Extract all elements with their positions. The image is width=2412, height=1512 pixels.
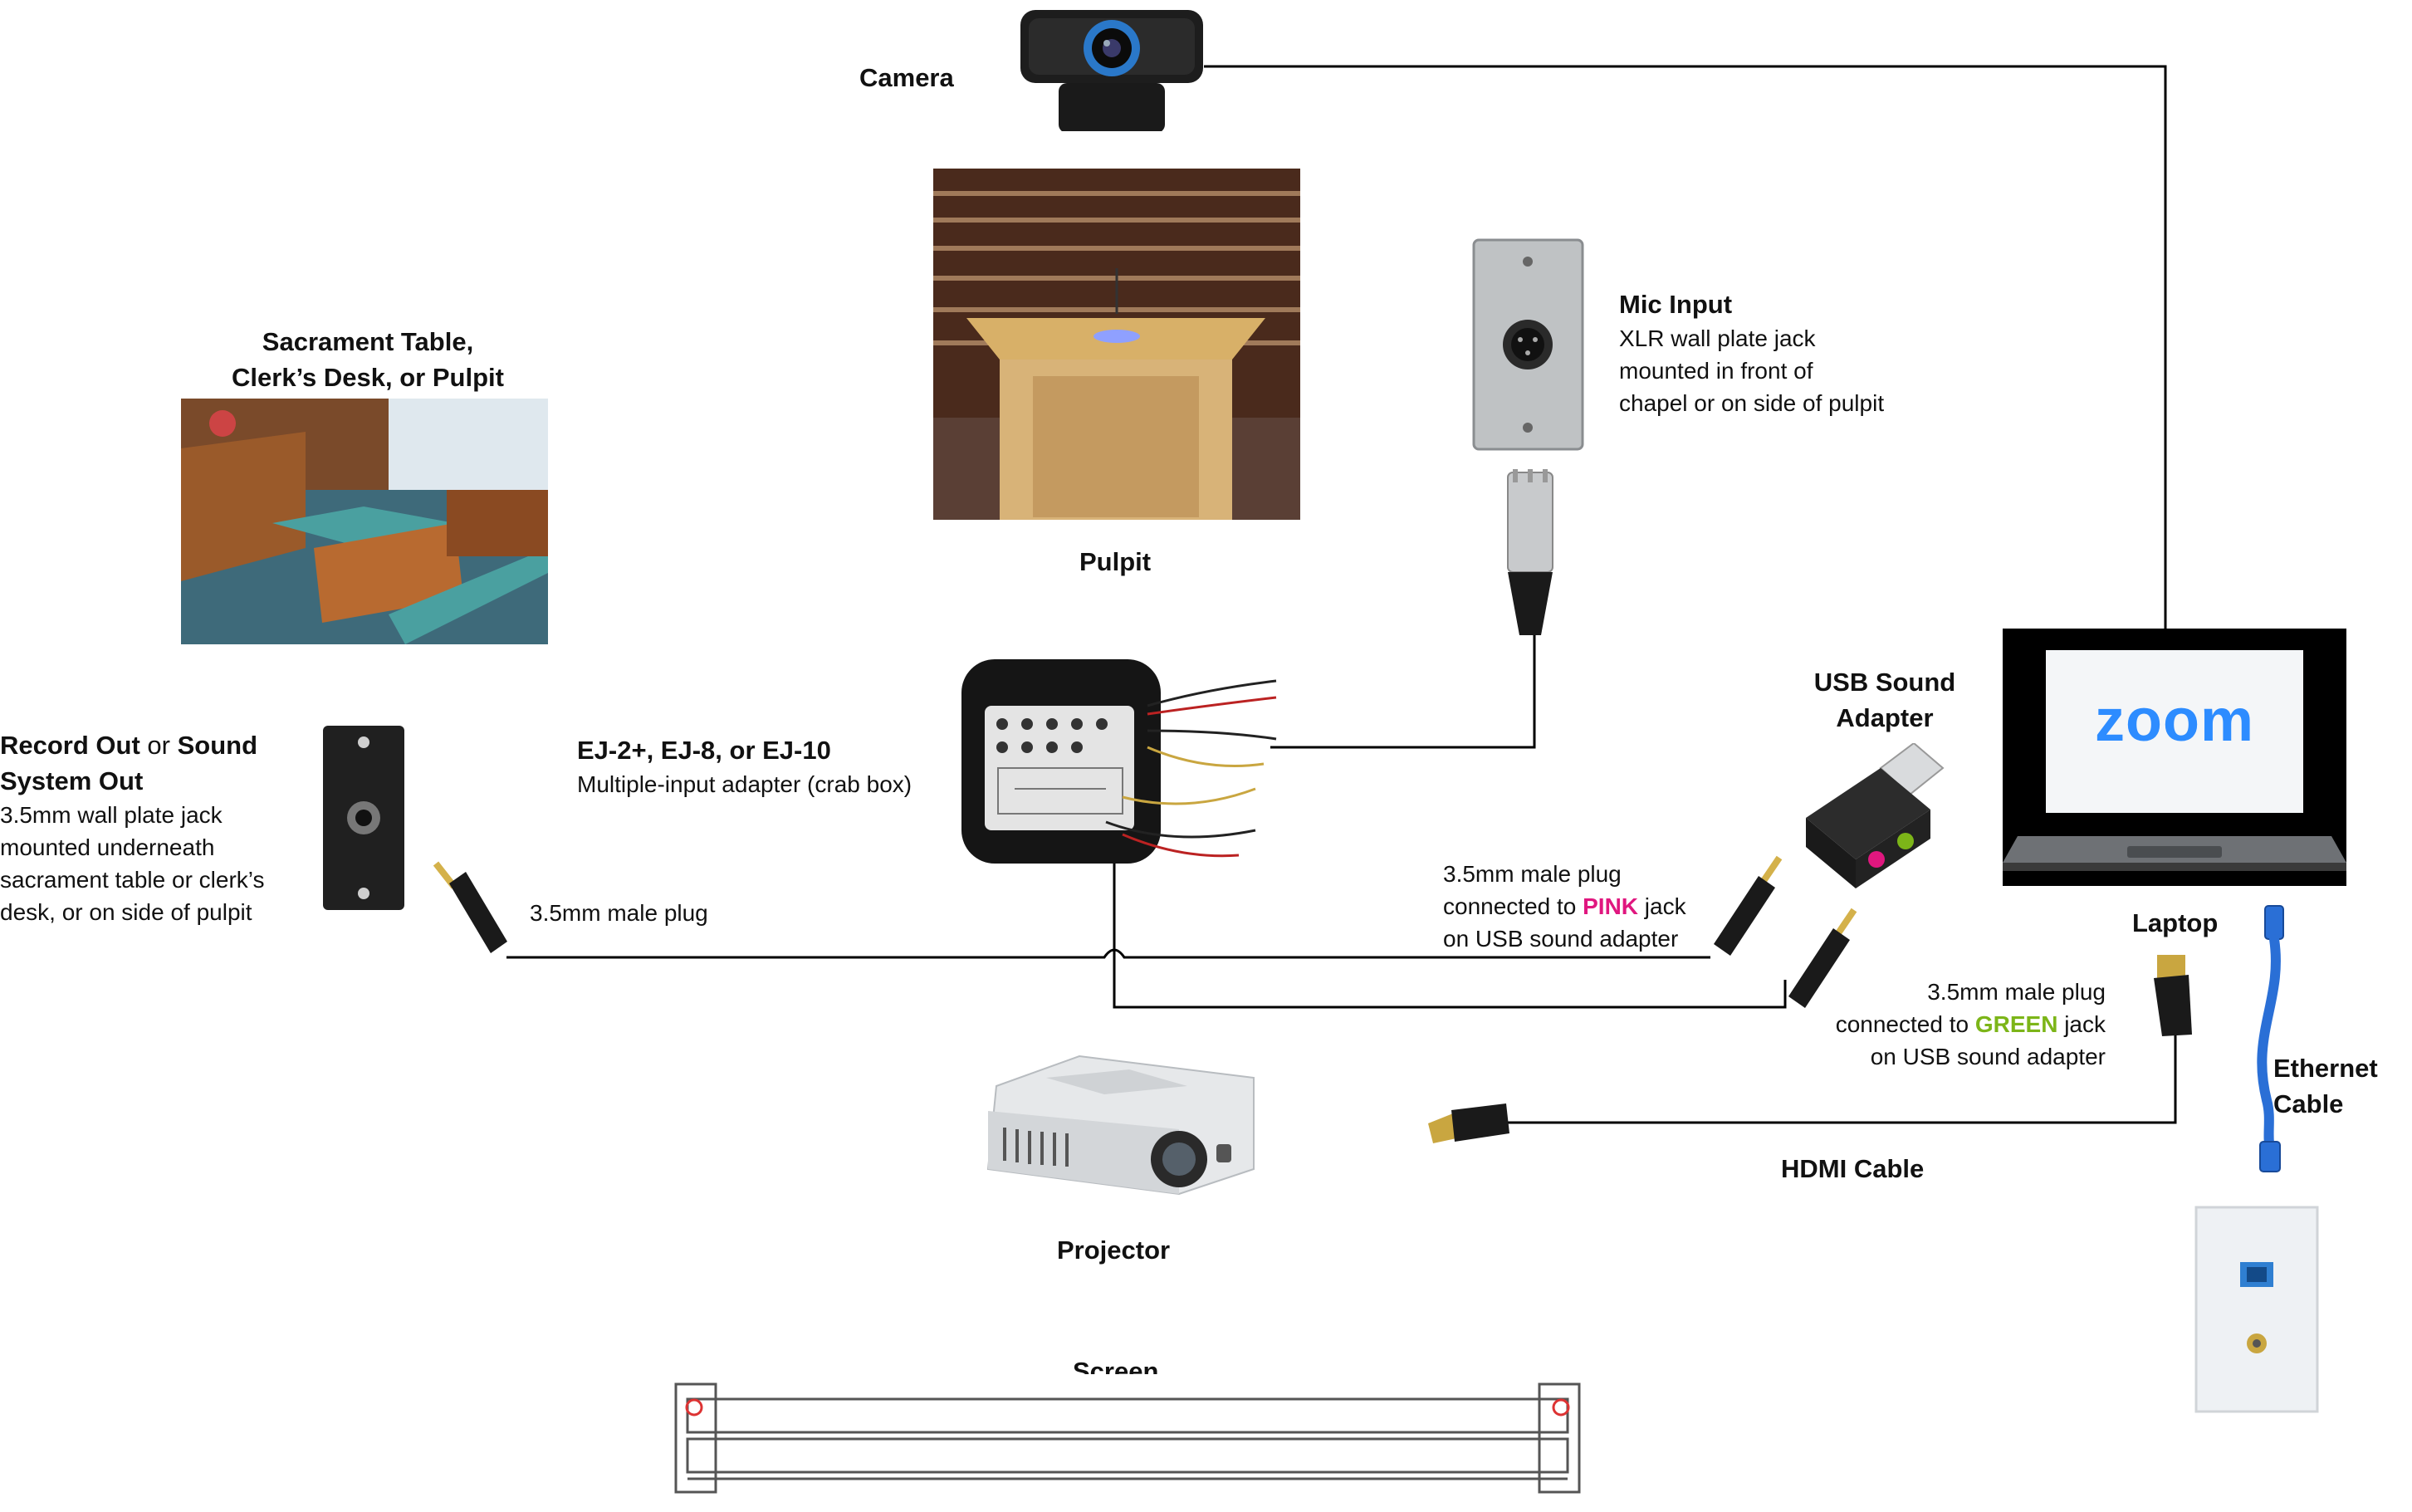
record-out-line2: mounted underneath	[0, 834, 215, 860]
mic-input-line2: mounted in front of	[1619, 358, 1813, 384]
usb-adapter-title: USB Sound Adapter	[1785, 664, 1984, 736]
ethernet-label-line2: Cable	[2273, 1089, 2344, 1118]
ethernet-cable-icon	[2233, 901, 2308, 1175]
projector-screen-icon	[671, 1374, 1584, 1508]
pulpit-photo	[933, 169, 1300, 520]
record-out-text: Record Out or Sound System Out 3.5mm wal…	[0, 727, 265, 928]
system-out-bold: System Out	[0, 766, 144, 795]
3-5mm-plug-green-icon	[1783, 903, 1862, 1011]
pulpit-label: Pulpit	[1079, 547, 1152, 576]
camera-label: Camera	[859, 63, 954, 92]
laptop-label: Laptop	[2132, 908, 2219, 937]
crabbox-green-wire	[1113, 864, 1787, 1009]
ethernet-label-line1: Ethernet	[2273, 1054, 2378, 1083]
usb-sound-adapter-icon	[1798, 741, 1947, 893]
plug-pink-line3: on USB sound adapter	[1443, 926, 1679, 952]
plug-pink-line2b: jack	[1638, 893, 1686, 919]
hdmi-plug-projector-icon	[1428, 1100, 1511, 1150]
plug-pink-line1: 3.5mm male plug	[1443, 861, 1622, 887]
3-5mm-wall-plate-icon	[321, 724, 406, 912]
usb-adapter-line1: USB Sound	[1813, 668, 1956, 697]
projector-icon	[980, 1053, 1262, 1198]
projector-label: Projector	[1057, 1236, 1171, 1265]
3-5mm-plug-left-icon	[428, 855, 511, 963]
plug-pink-text: 3.5mm male plug connected to PINK jack o…	[1443, 858, 1686, 955]
camera-laptop-wire	[1204, 65, 2167, 631]
record-out-line4: desk, or on side of pulpit	[0, 899, 252, 925]
crab-box-text: EJ-2+, EJ-8, or EJ-10 Multiple-input ada…	[577, 732, 912, 800]
mic-crabbox-wire	[1270, 635, 1536, 749]
usb-adapter-line2: Adapter	[1836, 703, 1934, 732]
hdmi-label: HDMI Cable	[1781, 1154, 1925, 1183]
zoom-logo: zoom	[2095, 687, 2254, 754]
mic-input-text: Mic Input XLR wall plate jack mounted in…	[1619, 286, 1884, 419]
record-out-or: or	[139, 731, 178, 760]
plug-green-text: 3.5mm male plug connected to GREEN jack …	[1818, 976, 2106, 1073]
pink-word: PINK	[1583, 893, 1639, 919]
plug-green-line3: on USB sound adapter	[1870, 1044, 2106, 1069]
sacrament-title: Sacrament Table, Clerk’s Desk, or Pulpit	[181, 324, 555, 395]
green-word: GREEN	[1974, 1011, 2058, 1037]
plug-green-line2b: jack	[2057, 1011, 2106, 1037]
sacrament-title-line1: Sacrament Table,	[262, 327, 474, 356]
plug-left-label: 3.5mm male plug	[530, 900, 708, 926]
xlr-wall-plate-icon	[1472, 238, 1584, 451]
sacrament-table-photo	[181, 399, 548, 644]
crab-box-subtitle: Multiple-input adapter (crab box)	[577, 771, 912, 797]
mic-input-line1: XLR wall plate jack	[1619, 325, 1816, 351]
record-out-line1: 3.5mm wall plate jack	[0, 802, 223, 828]
sound-bold: Sound	[177, 731, 258, 760]
mic-input-title: Mic Input	[1619, 290, 1733, 319]
xlr-plug-icon	[1501, 469, 1559, 643]
record-out-bold: Record Out	[0, 731, 140, 760]
hdmi-plug-laptop-icon	[2150, 955, 2200, 1038]
crab-box-title: EJ-2+, EJ-8, or EJ-10	[577, 736, 831, 765]
webcam-icon	[1017, 7, 1206, 133]
hdmi-wire	[1503, 1025, 2177, 1124]
3-5mm-plug-pink-icon	[1709, 851, 1788, 959]
laptop-icon: zoom	[2003, 629, 2346, 886]
ethernet-label: Ethernet Cable	[2273, 1050, 2378, 1122]
sacrament-title-line2: Clerk’s Desk, or Pulpit	[232, 363, 504, 392]
plug-green-line1: 3.5mm male plug	[1927, 979, 2106, 1005]
ethernet-wall-plate-icon	[2194, 1206, 2319, 1413]
crab-box-icon	[956, 656, 1280, 868]
plug-green-line2a: connected to	[1835, 1011, 1975, 1037]
record-out-line3: sacrament table or clerk’s	[0, 867, 265, 893]
plug-pink-line2a: connected to	[1443, 893, 1583, 919]
mic-input-line3: chapel or on side of pulpit	[1619, 390, 1885, 416]
